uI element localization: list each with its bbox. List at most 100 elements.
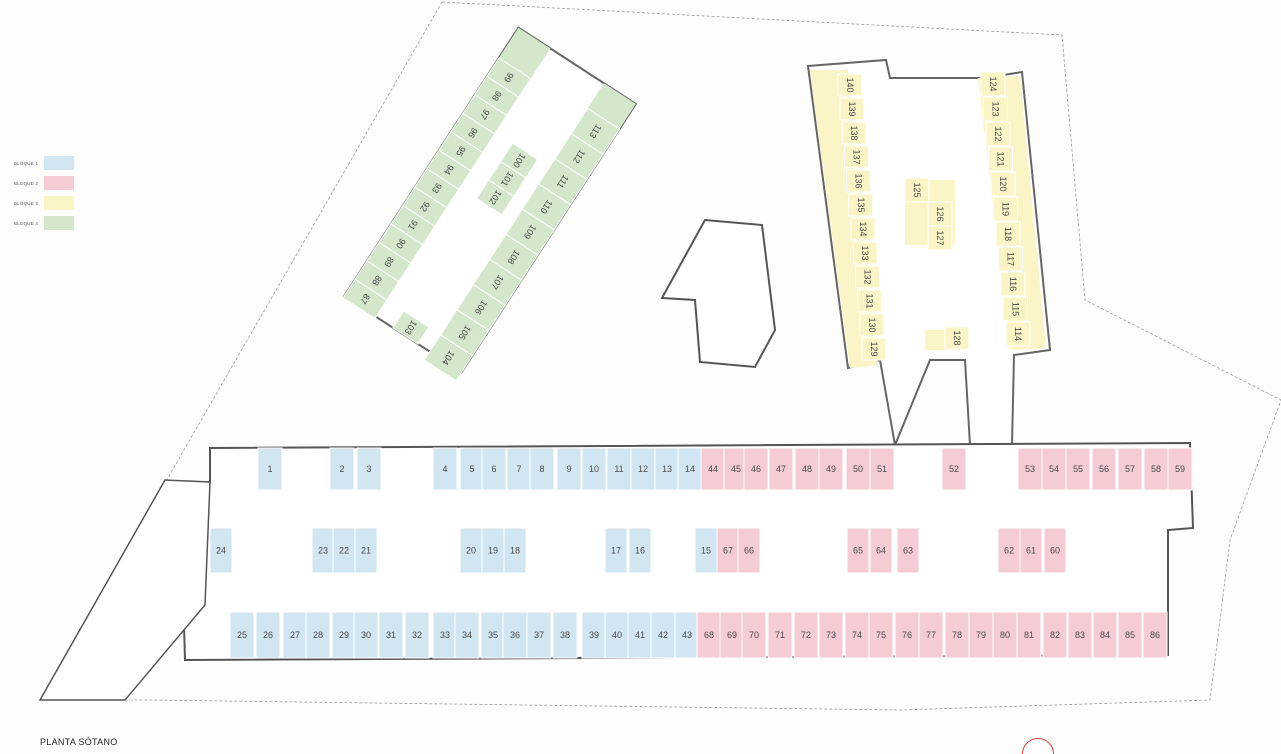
plan-title: PLANTA SÓTANO [40, 737, 118, 747]
spot-number: 89 [382, 255, 396, 269]
spot-number: 60 [1050, 546, 1060, 556]
spot-number: 114 [1013, 327, 1023, 341]
parking-spot-56: 56 [1091, 447, 1117, 491]
parking-spot-89: 89 [366, 241, 412, 283]
parking-spot-39: 39 [581, 611, 607, 659]
spot-number: 115 [1011, 302, 1021, 316]
spot-number: 135 [856, 197, 866, 212]
parking-spot-122: 122 [985, 121, 1011, 147]
parking-spot-78: 78 [944, 611, 970, 659]
parking-spot-121: 121 [988, 146, 1013, 172]
parking-spot-47: 47 [768, 447, 794, 491]
parking-spot-132: 132 [854, 265, 880, 289]
spot-number: 68 [704, 630, 714, 640]
spot-number: 133 [860, 245, 870, 260]
spot-number: 140 [845, 77, 855, 92]
parking-spot-40: 40 [604, 611, 630, 659]
spot-number: 49 [826, 464, 836, 474]
spot-number: 78 [952, 630, 962, 640]
parking-spot-70: 70 [741, 611, 767, 659]
parking-spot-53: 53 [1017, 447, 1043, 491]
spot-number: 86 [1150, 630, 1160, 640]
spot-number: 23 [318, 546, 328, 556]
parking-spot-1: 1 [257, 447, 283, 491]
parking-spot-10: 10 [581, 447, 607, 491]
spot-number: 82 [1050, 630, 1060, 640]
parking-spot-123: 123 [983, 96, 1008, 122]
spot-number: 90 [394, 237, 408, 251]
spot-number: 91 [406, 218, 420, 232]
parking-spot-20: 20 [459, 527, 483, 574]
legend-swatch [44, 156, 74, 170]
parking-spot-102: 102 [475, 179, 515, 216]
spot-number: 30 [361, 630, 371, 640]
spot-number: 83 [1075, 630, 1085, 640]
spot-number: 5 [469, 464, 474, 474]
spot-number: 18 [510, 546, 520, 556]
parking-spot-15: 15 [694, 527, 718, 574]
parking-spot-28: 28 [305, 611, 331, 659]
parking-spot-72: 72 [793, 611, 819, 659]
parking-spot-27: 27 [282, 611, 308, 659]
spot-number: 22 [339, 546, 349, 556]
spot-number: 51 [877, 464, 887, 474]
spot-number: 73 [826, 630, 836, 640]
spot-number: 95 [454, 144, 468, 158]
spot-number: 72 [801, 630, 811, 640]
spot-number: 97 [478, 107, 492, 121]
spot-number: 124 [988, 76, 998, 91]
spot-number: 29 [339, 630, 349, 640]
parking-spot-69: 69 [719, 611, 745, 659]
parking-spot-76: 76 [894, 611, 920, 659]
parking-spot-116: 116 [1000, 271, 1026, 297]
spot-number: 31 [386, 630, 396, 640]
parking-spot-127: 127 [927, 225, 953, 251]
spot-number: 11 [614, 464, 623, 474]
parking-spot-139: 139 [839, 97, 865, 121]
parking-spot-66: 66 [737, 527, 761, 574]
spot-number: 137 [851, 149, 861, 164]
spot-number: 93 [430, 181, 444, 195]
parking-spot-90: 90 [378, 223, 424, 264]
parking-spot-25: 25 [229, 611, 255, 659]
parking-spot-135: 135 [848, 193, 874, 217]
spot-number: 127 [935, 230, 945, 245]
spot-number: 63 [903, 546, 913, 556]
parking-spot-94: 94 [426, 149, 472, 190]
spot-number: 21 [361, 546, 371, 556]
spot-number: 77 [926, 630, 936, 640]
parking-spot-138: 138 [841, 121, 867, 145]
parking-spot-14: 14 [677, 447, 703, 491]
spot-number: 71 [775, 630, 785, 640]
parking-spot-128: 128 [944, 326, 970, 350]
spot-number: 76 [902, 630, 912, 640]
legend-item: BLOQUE 2 [14, 173, 74, 193]
spot-number: 69 [727, 630, 737, 640]
spot-number: 128 [952, 330, 962, 345]
parking-spot-117: 117 [998, 246, 1023, 272]
parking-spot-129: 129 [861, 337, 887, 361]
spot-number: 19 [488, 546, 498, 556]
parking-spot-46: 46 [743, 447, 769, 491]
parking-spot-52: 52 [941, 447, 967, 491]
spot-number: 9 [566, 464, 571, 474]
parking-spot-16: 16 [628, 527, 652, 574]
parking-spot-64: 64 [869, 527, 893, 574]
spot-number: 46 [751, 464, 761, 474]
spot-number: 117 [1006, 252, 1016, 266]
parking-spot-103: 103 [392, 310, 430, 345]
spot-number: 33 [440, 630, 450, 640]
parking-spot-51: 51 [869, 447, 895, 491]
parking-spot-31: 31 [378, 611, 404, 659]
spot-number: 67 [723, 546, 733, 556]
spot-number: 44 [708, 464, 718, 474]
spot-number: 32 [412, 630, 422, 640]
parking-spot-106: 106 [456, 283, 506, 332]
parking-spot-18: 18 [503, 527, 527, 574]
spot-number: 42 [658, 630, 668, 640]
spot-number: 94 [442, 163, 456, 177]
spot-number: 131 [865, 293, 875, 308]
parking-spot-113: 113 [570, 107, 621, 155]
